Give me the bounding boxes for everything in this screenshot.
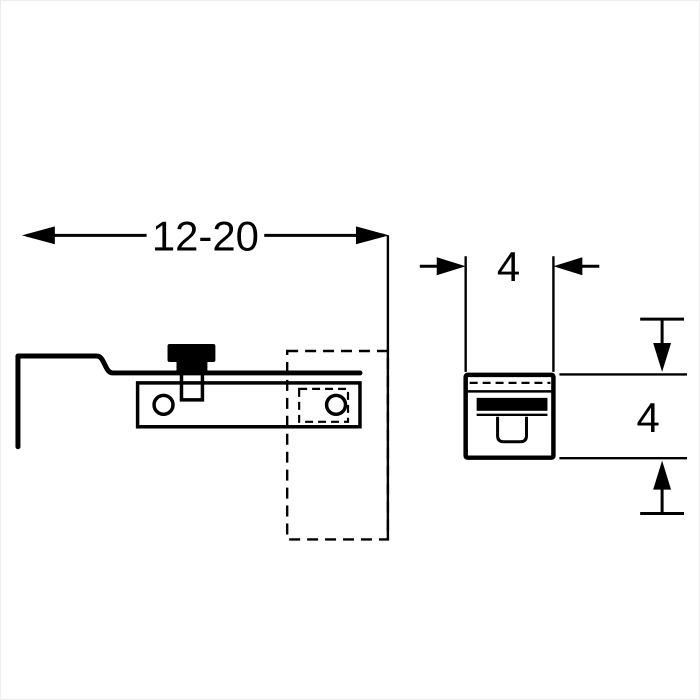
dimension-width-range: 12-20 <box>21 212 390 540</box>
mounting-hole-right <box>324 393 348 417</box>
bolt-collar <box>176 359 208 373</box>
slide-range-outline <box>285 349 390 541</box>
arrowhead-left-icon <box>21 226 55 245</box>
alternate-hole-position-rect <box>298 387 350 423</box>
bracket-side-view <box>15 344 363 450</box>
mounting-hole-left <box>152 393 175 417</box>
bracket-front-view <box>463 372 556 460</box>
slide-range-rect <box>285 349 390 541</box>
arrowhead-depth-right-icon <box>553 257 583 276</box>
bracket-strap-profile <box>15 353 363 450</box>
clamp-channel <box>496 416 528 444</box>
arrowhead-height-down-icon <box>653 343 672 372</box>
bolt-head <box>167 344 216 362</box>
clamp-outline <box>463 372 556 460</box>
dimension-depth: 4 <box>419 243 600 372</box>
dimension-height: 4 <box>559 317 688 516</box>
arrowhead-depth-left-icon <box>436 257 466 276</box>
arrowhead-height-up-icon <box>653 460 672 490</box>
width-range-label: 12-20 <box>152 212 259 259</box>
depth-label: 4 <box>497 243 520 290</box>
clamp-rail-bar <box>476 397 548 411</box>
arrowhead-right-icon <box>355 226 389 245</box>
height-label: 4 <box>636 394 659 441</box>
